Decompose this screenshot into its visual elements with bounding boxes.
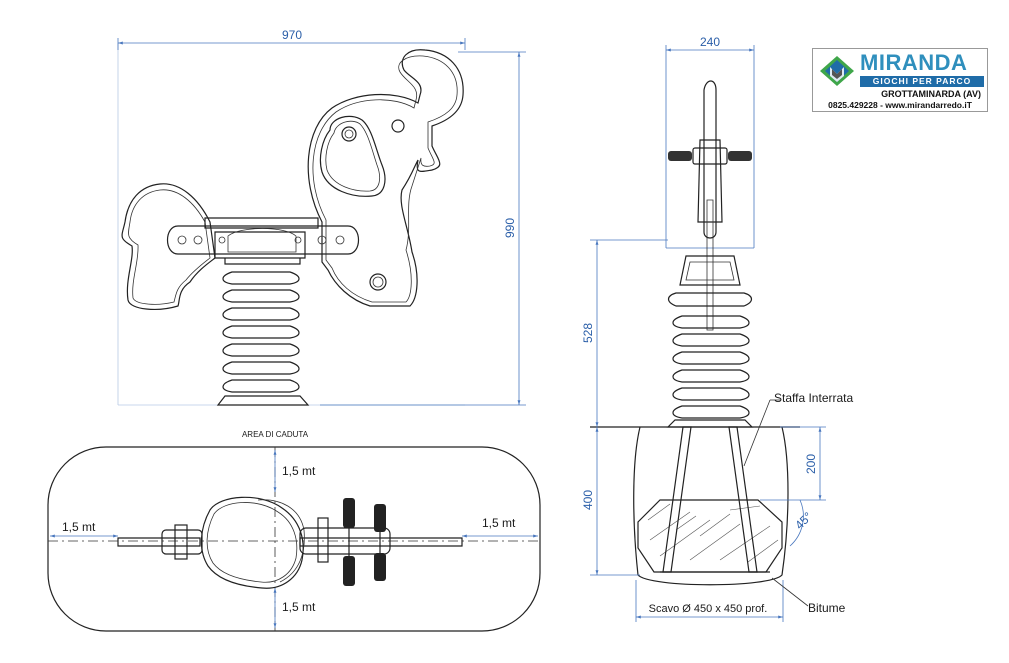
foundation-depth-label: 400 — [581, 490, 595, 510]
excavation-label: Scavo Ø 450 x 450 prof. — [649, 603, 768, 615]
clearance-top-label: 1,5 mt — [282, 464, 316, 478]
bitumen-label: Bitume — [808, 601, 846, 615]
front-width-label: 970 — [282, 28, 302, 42]
toy-plan — [117, 496, 463, 589]
bracket-label: Staffa Interrata — [774, 391, 853, 405]
clearance-left-label: 1,5 mt — [62, 520, 96, 534]
logo-tagline: GIOCHI PER PARCO — [860, 76, 984, 87]
logo-city: GROTTAMINARDA (AV) — [881, 89, 981, 99]
company-logo: MIRANDA GIOCHI PER PARCO GROTTAMINARDA (… — [812, 48, 988, 112]
excavation-dimension: Scavo Ø 450 x 450 prof. — [635, 580, 784, 622]
angle-label: 45° — [792, 509, 815, 532]
upper-depth-label: 200 — [804, 454, 818, 474]
front-view: 970 990 — [117, 28, 526, 406]
bracket-callout: Staffa Interrata — [743, 391, 853, 467]
front-height-dimension: 990 — [320, 51, 526, 406]
front-height-label: 990 — [503, 218, 517, 238]
foundation-depth-dimension: 400 — [581, 427, 640, 576]
spring-height-label: 528 — [581, 323, 595, 343]
logo-diamond-icon — [820, 56, 854, 86]
spring-height-dimension: 528 — [581, 239, 668, 427]
foundation — [633, 426, 789, 586]
logo-contact: 0825.429228 - www.mirandarredo.iT — [828, 100, 972, 110]
angle-dimension: 45° — [789, 499, 815, 547]
handle-plate — [166, 217, 360, 265]
side-width-label: 240 — [700, 35, 720, 49]
fall-area-title: AREA DI CADUTA — [242, 430, 309, 439]
side-spring — [666, 315, 754, 428]
side-view: 240 528 — [581, 35, 853, 622]
front-spring — [216, 271, 310, 406]
top-view: AREA DI CADUTA 1,5 mt 1,5 mt 1,5 mt 1,5 … — [47, 430, 541, 632]
fall-area-outline — [47, 446, 541, 632]
elephant-panel — [307, 49, 464, 307]
upper-depth-dimension: 200 — [760, 426, 826, 501]
logo-name: MIRANDA — [860, 50, 968, 75]
bitumen-callout: Bitume — [771, 577, 846, 615]
side-width-dimension: 240 — [665, 35, 755, 249]
tail-panel — [121, 183, 216, 310]
front-width-dimension: 970 — [117, 28, 466, 50]
clearance-bottom-label: 1,5 mt — [282, 600, 316, 614]
clearance-right-label: 1,5 mt — [482, 516, 516, 530]
